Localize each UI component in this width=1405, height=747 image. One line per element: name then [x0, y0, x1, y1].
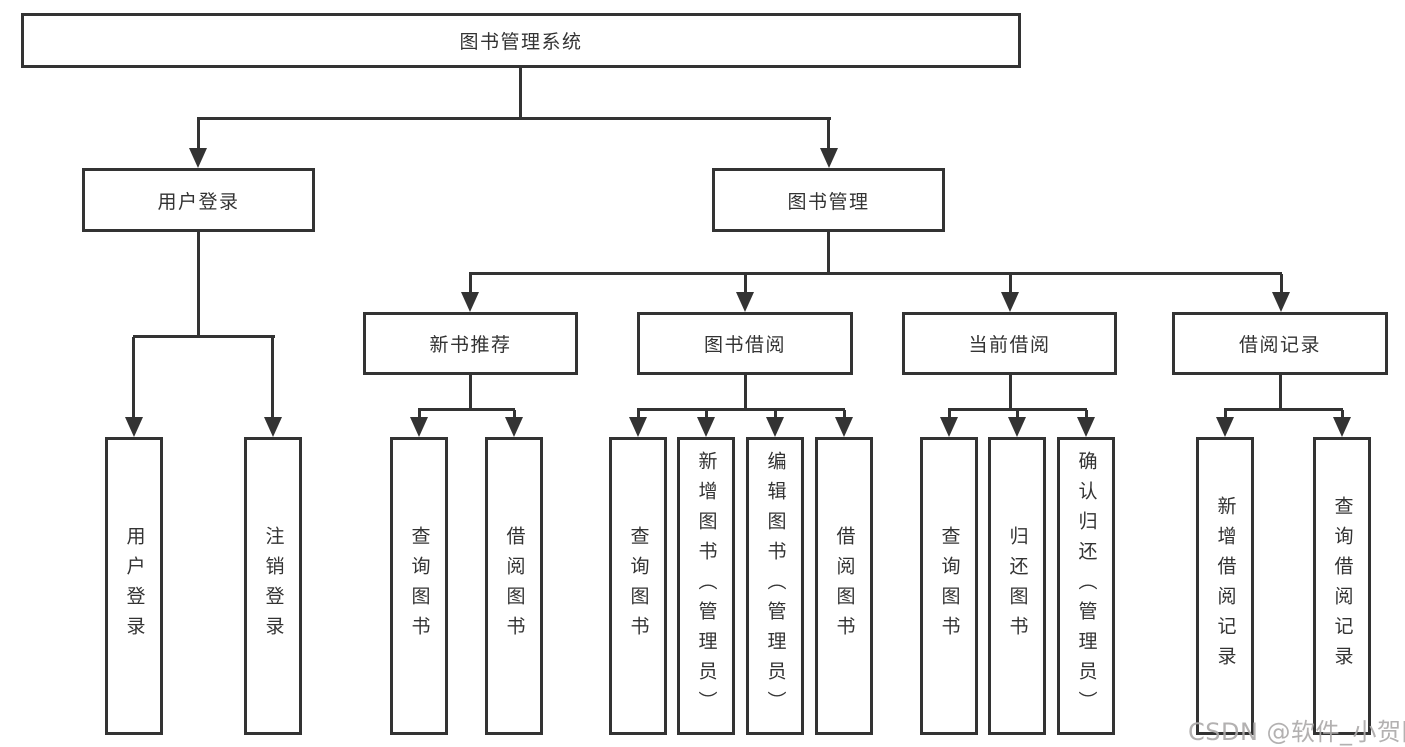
leaf-label: 编辑图书（管理员） [764, 451, 787, 721]
arrow-down-icon [189, 148, 207, 168]
node-label: 用户登录 [157, 190, 240, 213]
leaf-current-query-book: 查询图书 [920, 437, 978, 735]
connector-bookborrow-stem [744, 375, 747, 410]
connector-user-login-bar [133, 335, 275, 338]
leaf-edit-book-admin: 编辑图书（管理员） [746, 437, 804, 735]
leaf-return-book: 归还图书 [988, 437, 1046, 735]
connector-drop [469, 274, 472, 294]
arrow-down-icon [697, 417, 715, 437]
arrow-down-icon [264, 417, 282, 437]
arrow-down-icon [629, 417, 647, 437]
node-book-borrow: 图书借阅 [637, 312, 853, 375]
node-user-login: 用户登录 [82, 168, 315, 232]
leaf-newbook-query-book: 查询图书 [390, 437, 448, 735]
connector-book-mgmt-bar [469, 272, 1282, 275]
leaf-label: 归还图书 [1006, 526, 1029, 646]
leaf-label: 借阅图书 [503, 526, 526, 646]
leaf-add-book-admin: 新增图书（管理员） [677, 437, 735, 735]
arrow-down-icon [461, 292, 479, 312]
node-library-management-system: 图书管理系统 [21, 13, 1021, 68]
arrow-down-icon [835, 417, 853, 437]
connector-drop [637, 410, 640, 418]
connector-user-login-stem [197, 232, 200, 337]
leaf-user-login: 用户登录 [105, 437, 163, 735]
csdn-watermark: CSDN @软件_小贺同学 [1188, 718, 1405, 746]
arrow-down-icon [505, 417, 523, 437]
arrow-down-icon [820, 148, 838, 168]
leaf-borrow-borrow-book: 借阅图书 [815, 437, 873, 735]
leaf-confirm-return-admin: 确认归还（管理员） [1057, 437, 1115, 735]
arrow-down-icon [410, 417, 428, 437]
connector-drop [948, 410, 951, 418]
arrow-down-icon [1008, 417, 1026, 437]
connector-currentborrow-bar [948, 408, 1087, 411]
connector-newbook-stem [469, 375, 472, 410]
node-borrow-records: 借阅记录 [1172, 312, 1388, 375]
connector-drop [1224, 410, 1227, 418]
arrow-down-icon [1001, 292, 1019, 312]
connector-drop [843, 410, 846, 418]
connector-drop [774, 410, 777, 418]
arrow-down-icon [1077, 417, 1095, 437]
connector-drop [705, 410, 708, 418]
connector-borrowrecords-bar [1224, 408, 1343, 411]
leaf-label: 查询借阅记录 [1331, 496, 1354, 676]
leaf-label: 查询图书 [627, 526, 650, 646]
node-book-management: 图书管理 [712, 168, 945, 232]
leaf-label: 用户登录 [123, 526, 146, 646]
leaf-label: 新增借阅记录 [1214, 496, 1237, 676]
connector-currentborrow-stem [1009, 375, 1012, 410]
node-new-book-recommend: 新书推荐 [363, 312, 578, 375]
arrow-down-icon [766, 417, 784, 437]
connector-book-mgmt-stem [827, 232, 830, 274]
connector-drop [1280, 274, 1283, 294]
leaf-logout: 注销登录 [244, 437, 302, 735]
connector-drop [744, 274, 747, 294]
leaf-newbook-borrow-book: 借阅图书 [485, 437, 543, 735]
leaf-label: 查询图书 [408, 526, 431, 646]
leaf-label: 借阅图书 [833, 526, 856, 646]
node-label: 图书管理 [787, 190, 870, 213]
arrow-down-icon [125, 417, 143, 437]
arrow-down-icon [1333, 417, 1351, 437]
node-label: 当前借阅 [968, 334, 1051, 356]
leaf-label: 确认归还（管理员） [1075, 451, 1098, 721]
connector-drop [513, 410, 516, 418]
leaf-add-borrow-record: 新增借阅记录 [1196, 437, 1254, 735]
node-label: 图书管理系统 [459, 31, 583, 53]
connector-drop [132, 337, 135, 419]
connector-root-stem [519, 68, 522, 119]
node-current-borrow: 当前借阅 [902, 312, 1117, 375]
connector-bookborrow-bar [637, 408, 845, 411]
leaf-label: 查询图书 [938, 526, 961, 646]
node-label: 借阅记录 [1238, 334, 1321, 356]
node-label: 新书推荐 [429, 334, 512, 356]
arrow-down-icon [1272, 292, 1290, 312]
connector-drop [197, 119, 200, 150]
connector-drop [1016, 410, 1019, 418]
connector-drop [1341, 410, 1344, 418]
leaf-query-borrow-record: 查询借阅记录 [1313, 437, 1371, 735]
connector-drop [271, 337, 274, 419]
arrow-down-icon [940, 417, 958, 437]
connector-drop [1085, 410, 1088, 418]
leaf-borrow-query-book: 查询图书 [609, 437, 667, 735]
connector-drop [418, 410, 421, 418]
arrow-down-icon [1216, 417, 1234, 437]
leaf-label: 注销登录 [262, 526, 285, 646]
arrow-down-icon [736, 292, 754, 312]
node-label: 图书借阅 [703, 334, 786, 356]
connector-newbook-bar [418, 408, 515, 411]
connector-drop [827, 119, 830, 150]
leaf-label: 新增图书（管理员） [695, 451, 718, 721]
connector-drop [1009, 274, 1012, 294]
connector-borrowrecords-stem [1279, 375, 1282, 410]
connector-root-bar [197, 117, 831, 120]
